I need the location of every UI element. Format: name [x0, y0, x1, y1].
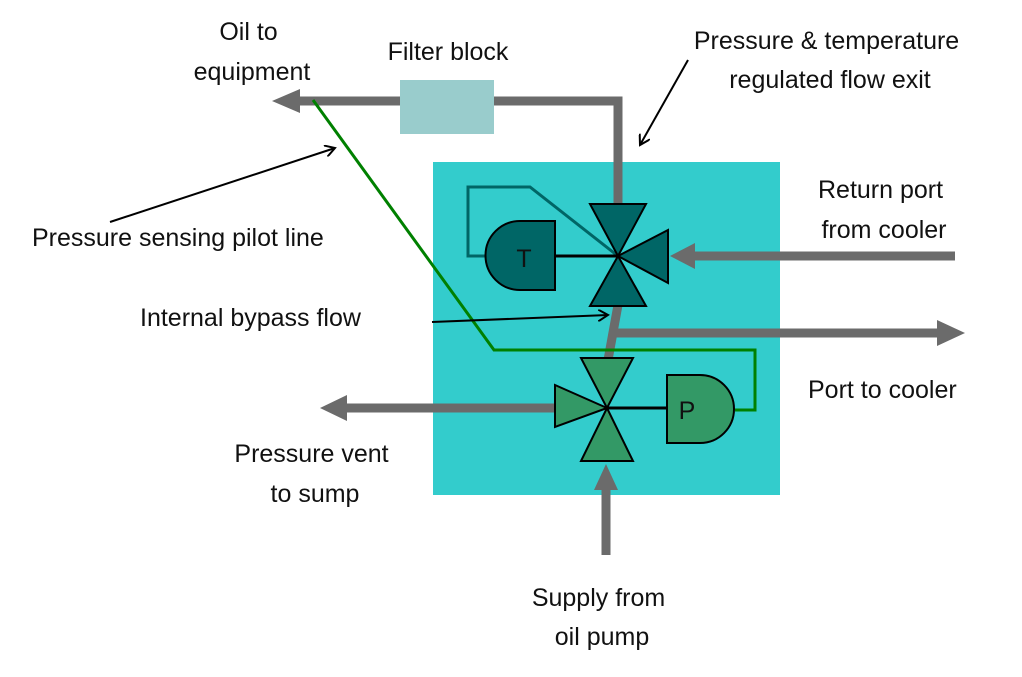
regulated-exit-label: Pressure & temperature regulated flow ex…: [694, 27, 966, 94]
pressure-actuator-label: P: [679, 397, 696, 425]
supply-arrowhead: [594, 464, 618, 490]
supply-label: Supply from oil pump: [532, 584, 672, 651]
pressure-valve: [554, 357, 735, 462]
temperature-actuator: [484, 220, 556, 291]
bypass-pointer: [431, 315, 608, 323]
oil-to-equipment-arrowhead: [272, 89, 300, 113]
return-port-label: Return port from cooler: [818, 176, 950, 244]
temp-actuator-label: T: [516, 245, 531, 273]
oil-to-equipment-label: Oil to equipment: [194, 18, 311, 86]
temperature-valve: [484, 203, 669, 307]
regulated-exit-pointer: [640, 59, 689, 145]
port-to-cooler-label: Port to cooler: [808, 376, 957, 404]
temp-sensing-line: [466, 185, 619, 258]
pilot-line-pointer: [109, 148, 335, 223]
filter-block-label: Filter block: [388, 38, 509, 66]
pressure-actuator: [666, 374, 735, 444]
vent-arrowhead: [320, 395, 347, 421]
vent-label: Pressure vent to sump: [234, 440, 395, 508]
bypass-label: Internal bypass flow: [140, 304, 362, 332]
pilot-line-label: Pressure sensing pilot line: [32, 224, 324, 252]
return-arrowhead: [670, 243, 695, 269]
port-to-cooler-arrowhead: [937, 320, 965, 346]
filter-block: [400, 80, 494, 134]
pressure-pilot-line: [311, 99, 757, 412]
